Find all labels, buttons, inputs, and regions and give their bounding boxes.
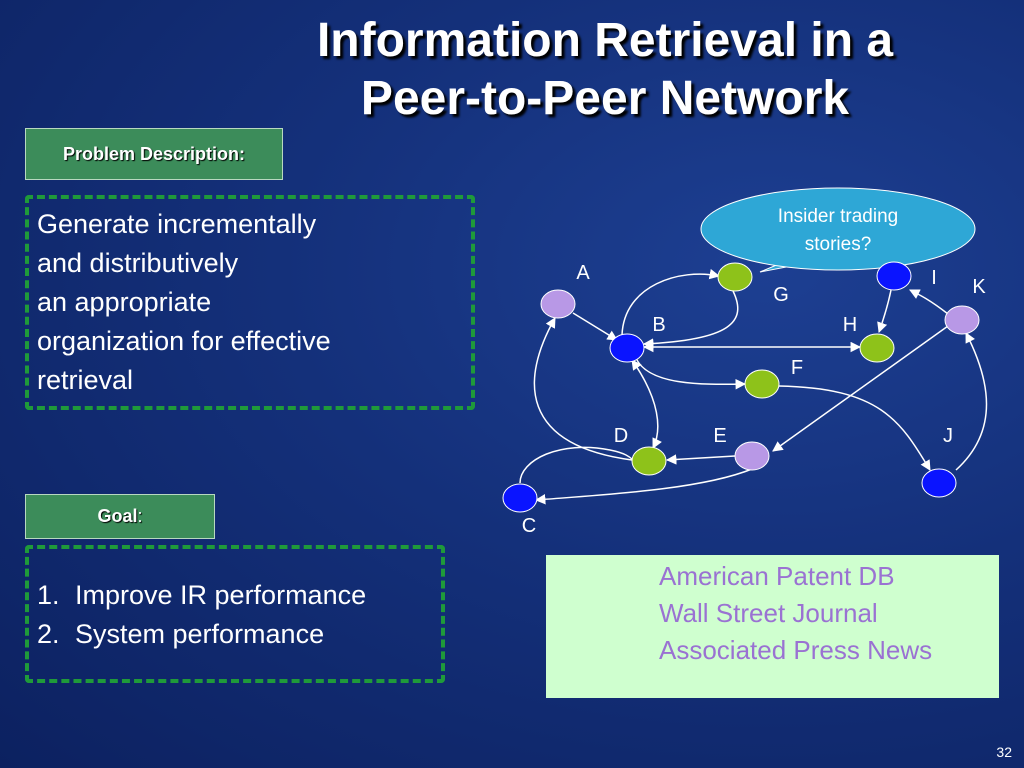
node-label-i: I [931, 267, 937, 289]
problem-description-label: Problem Description: [62, 143, 246, 164]
edge-e-d [665, 454, 736, 465]
problem-description-box [25, 195, 475, 410]
network-edges [519, 268, 988, 505]
title-line-1: Information Retrieval in a [316, 14, 894, 67]
problem-description-text: Generate incrementally and distributivel… [37, 205, 331, 400]
edge-b-g [621, 268, 721, 336]
problem-line: and distributively [37, 248, 239, 278]
edge-d-a [533, 317, 633, 461]
node-c [502, 483, 538, 513]
network-nodes [502, 261, 980, 513]
node-label-h: H [843, 314, 857, 336]
node-b [609, 333, 645, 363]
query-bubble: Insider trading stories? [700, 187, 976, 273]
problem-description-label-box: Problem Description: [25, 128, 283, 180]
node-label-b: B [652, 314, 665, 336]
edge-e-c [534, 468, 753, 505]
goal-label-box: Goal: [25, 494, 215, 539]
node-k [944, 305, 980, 335]
problem-line: retrieval [37, 365, 134, 395]
node-label-f: F [791, 357, 803, 379]
goal-text: 1. Improve IR performance 2. System perf… [37, 576, 366, 654]
query-bubble-body [700, 187, 976, 271]
problem-line: organization for effective [37, 326, 331, 356]
problem-line: Generate incrementally [37, 209, 317, 239]
edge-k-j [955, 332, 988, 471]
node-i [876, 261, 912, 291]
node-label-d: D [614, 425, 628, 447]
goal-label: Goal [97, 506, 138, 526]
edge-a-b [572, 312, 618, 341]
node-e [734, 441, 770, 471]
title-line-2: Peer-to-Peer Network [360, 72, 850, 125]
edge-k-e [772, 325, 949, 452]
node-h [859, 333, 895, 363]
edge-i-h [877, 289, 892, 333]
node-d [631, 446, 667, 476]
edge-b-f [635, 357, 747, 390]
data-sources-box: American Patent DB Wall Street Journal A… [546, 555, 999, 698]
source-line: Associated Press News [659, 635, 933, 665]
node-j [921, 468, 957, 498]
node-label-g: G [773, 284, 789, 306]
goal-box [25, 545, 445, 683]
goal-item-text: Improve IR performance [75, 580, 367, 610]
edge-b-d [631, 359, 662, 449]
page-number: 32 [996, 744, 1012, 760]
query-line-1: Insider trading [778, 206, 898, 227]
slide-title: Information Retrieval in a Peer-to-Peer … [150, 12, 1024, 128]
goal-item: 2. System performance [37, 615, 366, 654]
node-label-c: C [522, 515, 536, 537]
edge-f-j [778, 385, 931, 471]
node-a [540, 289, 576, 319]
edge-c-d [519, 446, 634, 484]
node-f [744, 369, 780, 399]
goal-label-colon: : [137, 506, 143, 526]
node-label-e: E [713, 425, 726, 447]
query-line-2: stories? [805, 234, 872, 255]
edge-k-i [909, 289, 949, 315]
node-g [717, 262, 753, 292]
goal-item-number: 1. [37, 580, 60, 610]
problem-line: an appropriate [37, 287, 212, 317]
node-label-a: A [576, 262, 590, 284]
goal-item: 1. Improve IR performance [37, 576, 366, 615]
node-label-k: K [972, 276, 986, 298]
goal-item-text: System performance [75, 619, 325, 649]
node-labels: A B C D E F G H I J K [522, 262, 987, 537]
source-line: American Patent DB [659, 561, 895, 591]
source-line: Wall Street Journal [659, 598, 878, 628]
node-label-j: J [943, 425, 953, 447]
goal-item-number: 2. [37, 619, 60, 649]
